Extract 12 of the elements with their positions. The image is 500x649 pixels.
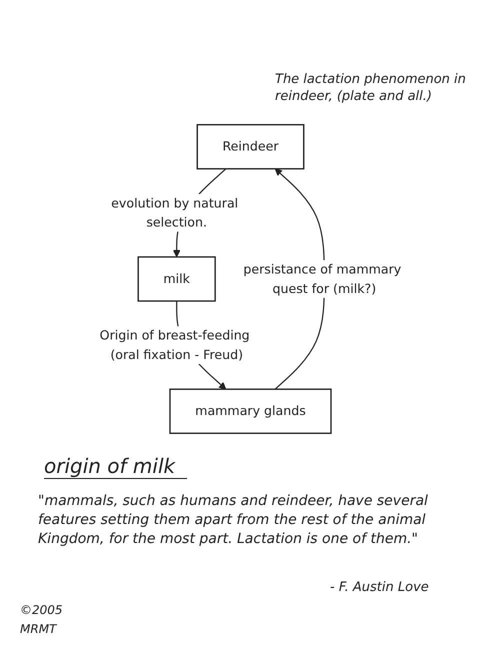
- node-box: Reindeer: [196, 124, 304, 170]
- node-box: milk: [137, 256, 216, 302]
- note-text: The lactation phenomenon in reindeer, (plate and all.): [275, 72, 467, 106]
- quote-text: "mammals, such as humans and reindeer, have several features setting them apart from the rest of the animal Kingdom, for the most part. Lactation is one of them.": [38, 492, 429, 549]
- initials-text: MRMT: [20, 622, 56, 636]
- edge-label: persistance of mammary quest for (milk?): [242, 262, 401, 296]
- edge-label: evolution by natural selection.: [110, 196, 238, 230]
- edge-label: Origin of breast-feeding (oral fixation - Freud): [99, 328, 250, 362]
- node-box: mammary glands: [168, 388, 332, 434]
- heading: origin of milk: [44, 454, 188, 479]
- attribution-text: - F. Austin Love: [330, 580, 429, 595]
- copyright-text: ©2005: [20, 603, 63, 617]
